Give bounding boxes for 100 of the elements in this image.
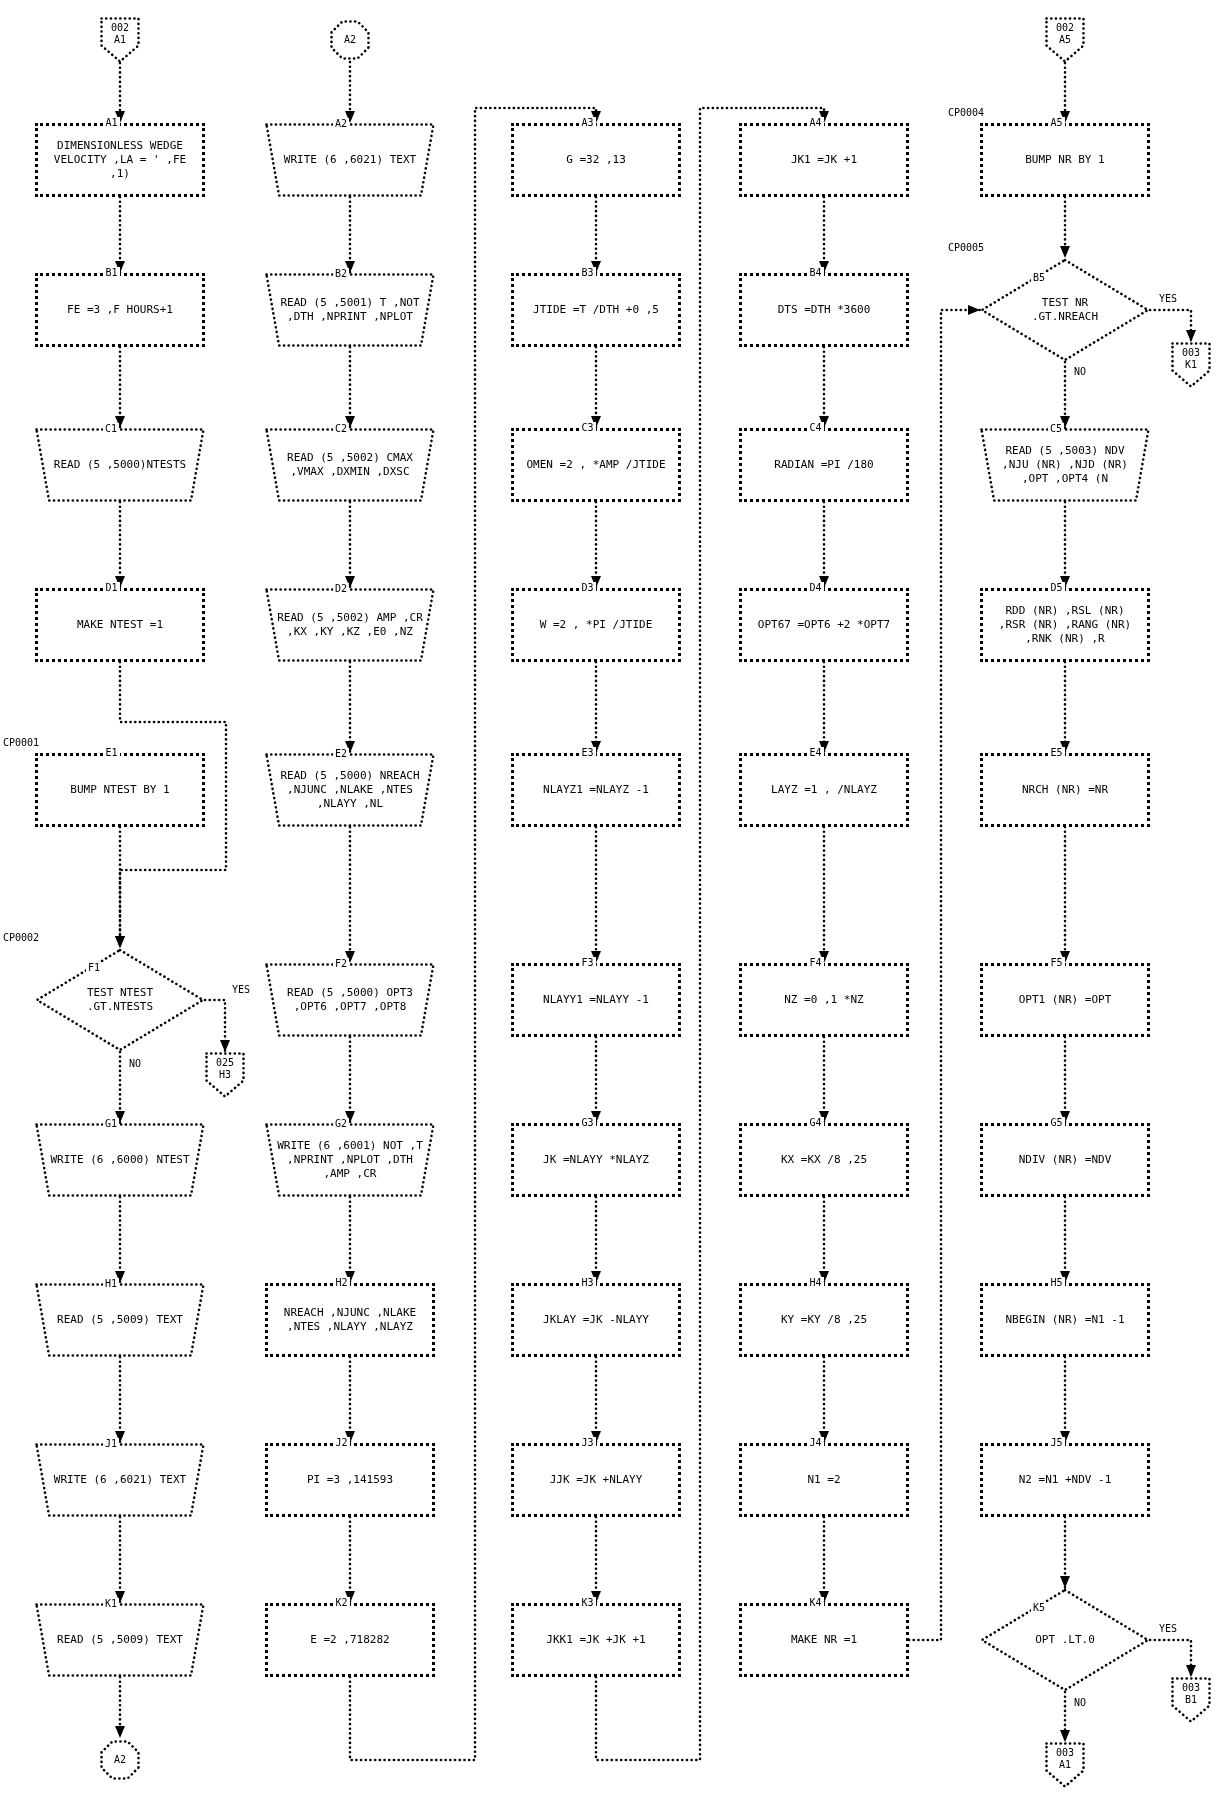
box-id-label: F5 — [1048, 957, 1065, 969]
box-id-label: K4 — [807, 1597, 824, 1609]
statement-text: JK =NLAYY *NLAYZ — [543, 1153, 649, 1167]
box-id-label: A4 — [807, 117, 824, 129]
flow-line — [115, 1675, 125, 1740]
box-id-label: A1 — [103, 117, 120, 129]
decision-diamond — [980, 258, 1150, 362]
statement-text: DTS =DTH *3600 — [777, 303, 871, 317]
box-id-label: H1 — [103, 1278, 120, 1290]
flow-line — [1060, 1355, 1070, 1445]
connector-label: A2 — [343, 34, 356, 46]
connector-label: 025 H3 — [214, 1057, 236, 1080]
connector-label: A2 — [113, 1754, 126, 1766]
statement-text: W =2 , *PI /JTIDE — [539, 618, 653, 632]
box-id-label: J5 — [1048, 1437, 1065, 1449]
statement-text: READ (5 ,5000) OPT3 ,OPT6 ,OPT7 ,OPT8 — [286, 986, 414, 1014]
statement-text: TEST NTEST .GT.NTESTS — [85, 986, 155, 1014]
statement-text: G =32 ,13 — [566, 153, 626, 167]
box-id-label: C2 — [333, 423, 350, 435]
on-page-connector — [98, 1738, 142, 1782]
edge-label: YES — [1158, 293, 1179, 305]
flow-line — [203, 998, 230, 1054]
flow-line — [345, 825, 355, 965]
off-page-connector — [1171, 1677, 1211, 1723]
statement-text: NDIV (NR) =NDV — [1018, 1153, 1112, 1167]
edge-label: NO — [128, 1058, 143, 1070]
box-id-label: A3 — [579, 117, 596, 129]
flow-line — [1060, 1690, 1070, 1744]
box-id-label: B3 — [579, 267, 596, 279]
box-id-label: D2 — [333, 583, 350, 595]
box-id-label: G3 — [579, 1117, 596, 1129]
box-id-label: D5 — [1048, 582, 1065, 594]
flow-line — [115, 61, 125, 125]
flow-line — [345, 60, 355, 125]
box-id-label: D1 — [103, 582, 120, 594]
flow-line — [115, 1050, 125, 1125]
statement-text: OMEN =2 , *AMP /JTIDE — [526, 458, 666, 472]
flow-line — [591, 1355, 601, 1445]
flow-line — [345, 660, 355, 755]
box-id-label: B5 — [1031, 272, 1048, 284]
off-page-connector — [1171, 342, 1211, 388]
statement-text: RADIAN =PI /180 — [774, 458, 874, 472]
statement-text: OPT67 =OPT6 +2 *OPT7 — [757, 618, 891, 632]
box-id-label: C1 — [103, 423, 120, 435]
flow-line — [1060, 825, 1070, 965]
statement-text: N1 =2 — [807, 1473, 841, 1487]
statement-text: READ (5 ,5000)NTESTS — [53, 458, 187, 472]
box-id-label: B2 — [333, 268, 350, 280]
edge-label: YES — [1158, 1623, 1179, 1635]
box-id-label: G1 — [103, 1118, 120, 1130]
box-id-label: K3 — [579, 1597, 596, 1609]
flow-line — [345, 1515, 355, 1605]
flow-line — [115, 500, 125, 590]
connector-label: 003 K1 — [1180, 347, 1202, 370]
statement-text: READ (5 ,5009) TEXT — [57, 1633, 183, 1647]
flow-line — [115, 345, 125, 430]
connector-label: 002 A1 — [109, 22, 131, 45]
edge-label: YES — [231, 984, 252, 996]
statement-text: JK1 =JK +1 — [790, 153, 858, 167]
flow-line — [1148, 1638, 1196, 1679]
flow-line — [819, 195, 829, 275]
box-id-label: C5 — [1048, 423, 1065, 435]
flow-line — [348, 106, 601, 1762]
box-id-label: H3 — [579, 1277, 596, 1289]
flow-line — [345, 1355, 355, 1445]
box-id-label: K1 — [103, 1598, 120, 1610]
statement-text: RDD (NR) ,RSL (NR) ,RSR (NR) ,RANG (NR) ,RNK (NR) ,R — [997, 604, 1133, 646]
off-page-connector — [205, 1052, 245, 1098]
flow-line — [1060, 660, 1070, 755]
flow-line — [115, 1195, 125, 1285]
flow-line — [591, 825, 601, 965]
statement-text: JTIDE =T /DTH +0 ,5 — [533, 303, 659, 317]
box-id-label: E5 — [1048, 747, 1065, 759]
statement-text: PI =3 ,141593 — [306, 1473, 394, 1487]
flow-line — [819, 1035, 829, 1125]
box-id-label: E3 — [579, 747, 596, 759]
statement-text: TEST NR .GT.NREACH — [1030, 296, 1100, 324]
statement-text: DIMENSIONLESS WEDGE VELOCITY ,LA = ' ,FE ,1) — [52, 139, 188, 181]
statement-text: WRITE (6 ,6000) NTEST — [50, 1153, 190, 1167]
statement-text: NLAYZ1 =NLAYZ -1 — [543, 783, 649, 797]
box-id-label: K5 — [1031, 1602, 1048, 1614]
box-id-label: J3 — [579, 1437, 596, 1449]
on-page-connector — [328, 18, 372, 62]
statement-text: READ (5 ,5000) NREACH ,NJUNC ,NLAKE ,NTES ,NLAYY ,NL — [279, 769, 421, 811]
flow-line — [819, 825, 829, 965]
flow-line — [345, 1035, 355, 1125]
box-id-label: B1 — [103, 267, 120, 279]
flow-line — [819, 1355, 829, 1445]
flow-line — [1060, 1035, 1070, 1125]
flow-line — [1060, 500, 1070, 590]
flow-line — [591, 1035, 601, 1125]
flow-line — [1060, 1195, 1070, 1285]
off-page-connector — [1045, 17, 1085, 63]
flow-line — [1060, 360, 1070, 430]
statement-text: NBEGIN (NR) =N1 -1 — [1005, 1313, 1125, 1327]
flow-line — [819, 345, 829, 430]
statement-text: NZ =0 ,1 *NZ — [784, 993, 864, 1007]
box-id-label: H2 — [333, 1277, 350, 1289]
flow-line — [819, 500, 829, 590]
statement-text: OPT1 (NR) =OPT — [1018, 993, 1112, 1007]
